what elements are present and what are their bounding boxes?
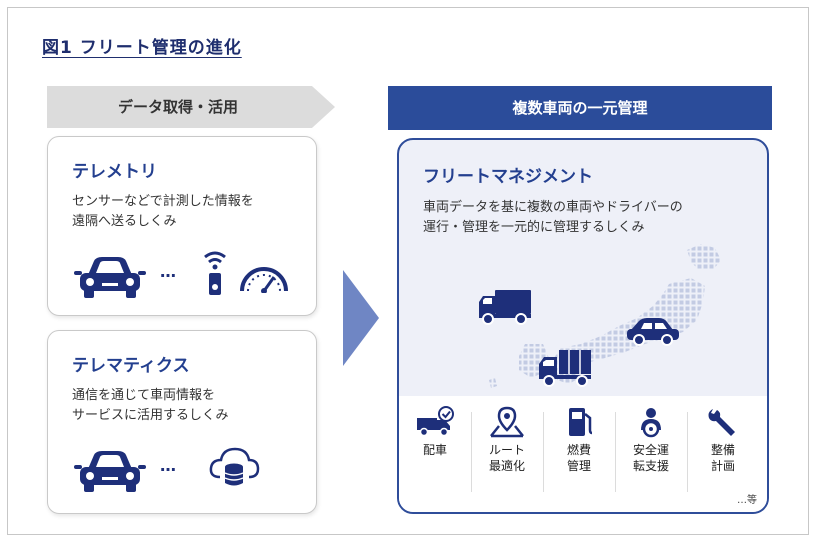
- left-header-arrow: データ取得・活用: [47, 86, 335, 128]
- etc-note: …等: [737, 495, 757, 506]
- wrench-icon: [708, 409, 735, 436]
- cloud-database-icon: [209, 447, 260, 486]
- car-icon: [74, 257, 146, 298]
- divider: [471, 412, 472, 492]
- telematics-description: 通信を通じて車両情報を サービスに活用するしくみ: [72, 388, 229, 423]
- function-fuel-management: 燃費 管理: [547, 406, 611, 474]
- fleet-management-description: 車両データを基に複数の車両やドライバーの 運行・管理を一元的に管理するしくみ: [423, 200, 683, 235]
- divider: [543, 412, 544, 492]
- function-dispatch: 配車: [403, 406, 467, 458]
- function-label-maintenance: 整備 計画: [710, 443, 735, 473]
- ellipsis-1: …: [160, 262, 177, 281]
- telemetry-title: テレメトリ: [72, 162, 157, 182]
- function-safe-driving: 安全運 転支援: [619, 406, 683, 474]
- truck-icon: [479, 290, 531, 325]
- divider: [687, 412, 688, 492]
- function-label-dispatch: 配車: [422, 443, 447, 457]
- function-label-route: ルート 最適化: [488, 443, 525, 473]
- car-icon: [627, 318, 679, 346]
- antenna-sensor-icon: [204, 251, 226, 295]
- left-header-label: データ取得・活用: [117, 98, 238, 116]
- speedometer-icon: [240, 267, 288, 293]
- telematics-card: テレマティクス 通信を通じて車両情報を サービスに活用するしくみ …: [47, 330, 317, 514]
- flow-arrow: [343, 270, 379, 366]
- function-label-fuel: 燃費 管理: [566, 443, 591, 473]
- fuel-pump-icon: [569, 408, 593, 436]
- ellipsis-2: …: [160, 456, 177, 475]
- fleet-management-title: フリートマネジメント: [423, 167, 593, 187]
- cargo-truck-icon: [539, 350, 591, 387]
- driver-wheel-icon: [641, 408, 661, 438]
- route-pin-icon: [490, 406, 524, 438]
- function-route-optimization: ルート 最適化: [475, 406, 539, 474]
- telemetry-card: テレメトリ センサーなどで計測した情報を 遠隔へ送るしくみ …: [47, 136, 317, 316]
- fleet-management-panel: フリートマネジメント 車両データを基に複数の車両やドライバーの 運行・管理を一元…: [397, 138, 769, 514]
- function-icons-panel: 配車 ルート 最適化 燃費 管理: [399, 396, 767, 512]
- figure-title: 図1 フリート管理の進化: [42, 38, 242, 58]
- telemetry-description: センサーなどで計測した情報を 遠隔へ送るしくみ: [72, 194, 254, 229]
- telematics-title: テレマティクス: [72, 356, 190, 376]
- right-header: 複数車両の一元管理: [388, 86, 772, 130]
- function-maintenance-planning: 整備 計画: [691, 406, 755, 474]
- divider: [615, 412, 616, 492]
- right-header-label: 複数車両の一元管理: [512, 99, 648, 117]
- function-label-safety: 安全運 転支援: [632, 443, 669, 473]
- car-icon: [74, 451, 146, 492]
- truck-check-icon: [417, 406, 454, 437]
